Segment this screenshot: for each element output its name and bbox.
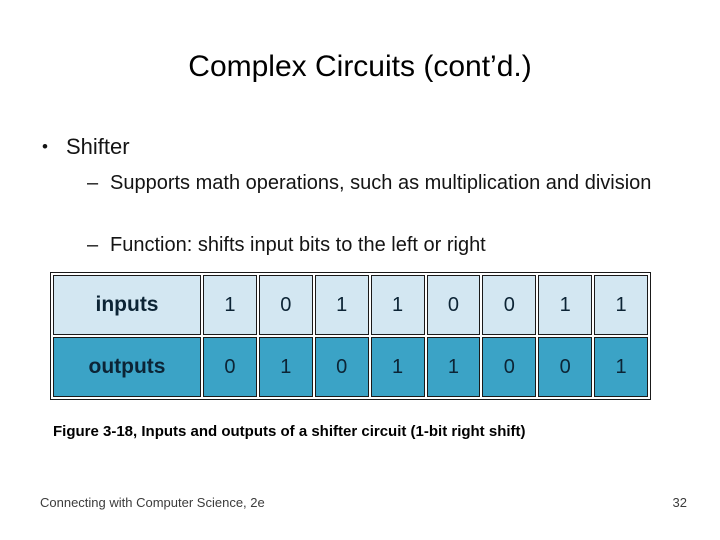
row-label-outputs: outputs	[53, 337, 201, 397]
table-cell: 1	[426, 337, 481, 397]
table-cell: 1	[594, 337, 648, 397]
table-cell: 1	[203, 275, 257, 335]
table-cell: 0	[482, 337, 537, 397]
table-row-inputs: inputs 1 0 1 1 0 0 1 1	[53, 275, 648, 335]
table-cell: 1	[594, 275, 648, 335]
sub-bullet-text: Function: shifts input bits to the left …	[110, 234, 486, 256]
table-cell: 0	[482, 275, 537, 335]
table-cell: 0	[426, 275, 481, 335]
footer-page-number: 32	[672, 495, 687, 510]
figure-caption: Figure 3-18, Inputs and outputs of a shi…	[53, 423, 526, 440]
sub-bullet-math-operations: – Supports math operations, such as mult…	[87, 169, 651, 198]
table-cell: 0	[258, 275, 313, 335]
shifter-table: inputs 1 0 1 1 0 0 1 1 outputs 0 1 0 1 1…	[50, 272, 651, 400]
bullet-shifter: • Shifter	[42, 133, 130, 160]
table-cell: 1	[314, 275, 369, 335]
sub-bullet-function: – Function: shifts input bits to the lef…	[87, 231, 486, 260]
table-cell: 0	[538, 337, 593, 397]
slide-title: Complex Circuits (cont’d.)	[188, 50, 532, 83]
table-cell: 1	[538, 275, 593, 335]
row-label-inputs: inputs	[53, 275, 201, 335]
table-cell: 1	[258, 337, 313, 397]
dash-icon: –	[87, 234, 99, 256]
dash-icon: –	[87, 172, 99, 194]
table-cell: 1	[370, 275, 425, 335]
table-cell: 1	[370, 337, 425, 397]
sub-bullet-text: Supports math operations, such as multip…	[110, 172, 652, 194]
table-row-outputs: outputs 0 1 0 1 1 0 0 1	[53, 337, 648, 397]
bullet-dot-icon: •	[42, 137, 48, 156]
bullet-label: Shifter	[66, 134, 130, 159]
table-cell: 0	[203, 337, 257, 397]
table-cell: 0	[314, 337, 369, 397]
footer-book-title: Connecting with Computer Science, 2e	[40, 495, 265, 510]
